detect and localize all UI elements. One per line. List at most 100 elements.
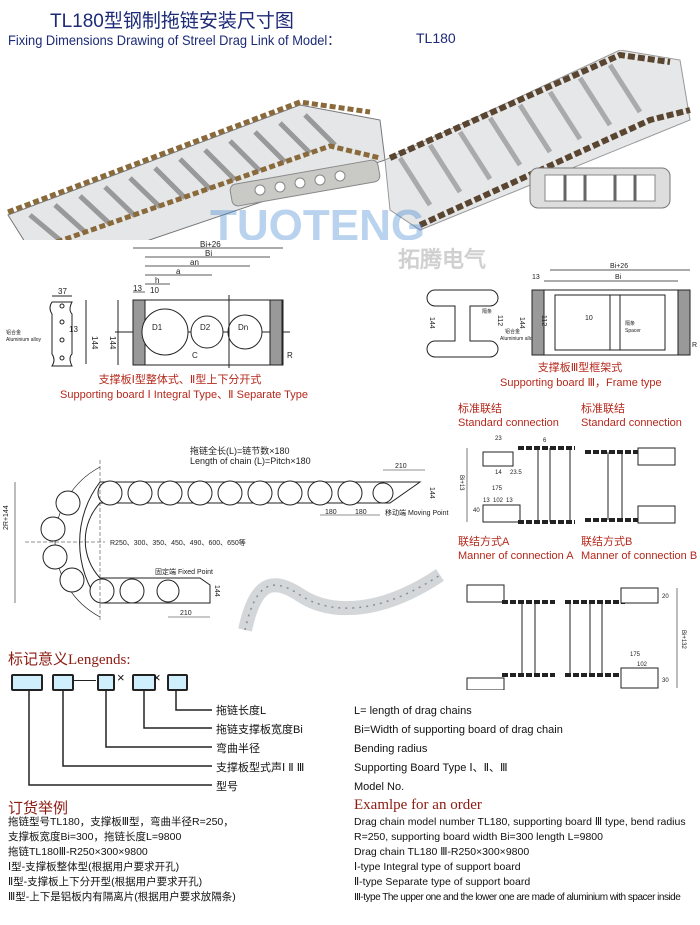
- dim-6: 6: [543, 438, 547, 444]
- order-line-cn: 支撑板宽度Bi=300，拖链长度L=9800: [8, 831, 182, 843]
- standard-en-2: Standard connection: [581, 417, 682, 429]
- connection-a-en: Manner of connection A: [458, 550, 574, 562]
- legend-box-radius: [97, 674, 115, 691]
- product-photos: TUOTENG: [7, 50, 691, 240]
- dim-144-top: 144: [428, 487, 435, 499]
- dim-102: 102: [493, 498, 504, 504]
- dim-13: 13: [133, 284, 142, 293]
- connection-c: Bi+132 175 102 30 20: [466, 584, 686, 690]
- order-line-cn: Ⅰ型-支撑板整体型(根据用户要求开孔): [8, 861, 180, 873]
- legend-box-type: [52, 674, 74, 691]
- watermark-brand: TUOTENG: [210, 201, 425, 240]
- dim-30: 30: [662, 678, 669, 684]
- dim-13a: 13: [483, 498, 490, 504]
- dim-hole13: 13: [69, 325, 78, 334]
- dim-144-bottom: 144: [213, 585, 220, 597]
- wavy-chain-photo: [238, 569, 444, 632]
- order-line-cn: Ⅲ型-上下是铝板内有隔离片(根据用户要求放隔条): [8, 891, 236, 903]
- spacer-en: Spacer: [625, 328, 641, 334]
- type3-caption-en: Supporting board Ⅲ，Frame type: [500, 377, 662, 389]
- dim-bi132: Bi+132: [680, 630, 686, 650]
- watermark-brand-cn: 拓腾电气: [398, 247, 487, 272]
- dim-an: an: [190, 258, 199, 267]
- connection-b-en: Manner of connection B: [581, 550, 698, 562]
- legend-item-cn: 支撑板型式声Ⅰ Ⅱ Ⅲ: [216, 762, 305, 774]
- dim-a: a: [176, 267, 181, 276]
- dim-210-top: 210: [395, 463, 407, 470]
- type3-drawing: 144 112 隔条 铝合金 Aluminium alloy 10 隔条 Spa…: [426, 263, 697, 358]
- dim-112-front3: 112: [540, 315, 547, 326]
- dim-37: 37: [58, 287, 67, 296]
- alloy-cn-3: 铝合金: [505, 328, 520, 335]
- standard-connection-2: 标准联结 Standard connection: [581, 402, 682, 430]
- dim-175b: 175: [630, 652, 641, 658]
- legend-box-model: [11, 674, 43, 691]
- label-r: R: [287, 351, 293, 360]
- type12-drawing: 37 144 13 铝合金 Aluminium alloy D1 D2 Dn C…: [6, 240, 293, 368]
- chain-length-en: Length of chain (L)=Pitch×180: [190, 456, 311, 466]
- dim-20: 20: [662, 594, 669, 600]
- legend-heading: 标记意义Lengends:: [8, 652, 131, 668]
- dim-10-3: 10: [585, 315, 593, 322]
- page-title-cn: TL180型钢制拖链安装尺寸图: [50, 11, 294, 32]
- chain-photo-left: [7, 99, 386, 240]
- fixed-point-label: 固定端 Fixed Point: [155, 567, 213, 576]
- order-lines-en: Drag chain model number TL180, supportin…: [354, 815, 686, 905]
- label-d2: D2: [200, 323, 211, 332]
- order-lines-cn: 拖链型号TL180，支撑板Ⅲ型，弯曲半径R=250， 支撑板宽度Bi=300，拖…: [8, 815, 236, 905]
- type3-caption-cn: 支撑板Ⅲ型框架式: [537, 362, 623, 374]
- label-c: C: [192, 351, 198, 360]
- dim-14: 14: [495, 470, 502, 476]
- legend-item-en: Bending radius: [354, 743, 428, 755]
- order-line-en: Drag chain model number TL180, supportin…: [354, 816, 686, 828]
- connection-a-caption: 联结方式A Manner of connection A: [458, 535, 574, 563]
- chain-layout-drawing: 拖链全长(L)=链节数×180 Length of chain (L)=Pitc…: [3, 445, 448, 632]
- order-line-en: Ⅱ-type Separate type of support board: [354, 876, 531, 888]
- dim-40: 40: [473, 508, 480, 514]
- standard-connection-1: 标准联结 Standard connection: [458, 402, 559, 430]
- dim-10: 10: [150, 286, 159, 295]
- dim-175: 175: [492, 486, 503, 492]
- dim-210-bottom: 210: [180, 610, 192, 617]
- order-line-cn: 拖链TL180Ⅲ-R250×300×9800: [8, 846, 148, 858]
- standard-cn-2: 标准联结: [581, 403, 625, 415]
- support-board-photo-2: [529, 167, 671, 209]
- dim-bi13: Bi+13: [458, 475, 464, 491]
- legend-item-cn: 拖链长度L: [216, 705, 267, 717]
- legend-item-en: Model No.: [354, 781, 405, 793]
- connection-drawings: Bi+13 175 13 102 13 40 23 14 23.5 6 Bi+1…: [458, 436, 686, 690]
- dim-bi26-3: Bi+26: [610, 263, 628, 270]
- legend-box-length: [167, 674, 188, 691]
- connection-a-cn: 联结方式A: [458, 536, 510, 548]
- chain-length-cn: 拖链全长(L)=链节数×180: [190, 445, 290, 456]
- alloy-en-3: Aluminium alloy: [500, 336, 536, 342]
- type12-caption-en: Supporting board Ⅰ Integral Type、Ⅱ Separ…: [60, 389, 308, 401]
- dim-144-side: 144: [90, 336, 99, 350]
- order-line-en: Ⅲ-type The upper one and the lower one a…: [354, 892, 681, 903]
- legend-items-en: L= length of drag chains Bi=Width of sup…: [354, 702, 563, 797]
- legend-times-1: ×: [117, 670, 125, 685]
- height-2r144: 2R+144: [3, 505, 10, 530]
- dim-144-side3: 144: [428, 317, 435, 329]
- radius-options: R250、300、350、450、490、600、650等: [110, 538, 246, 547]
- connection-a: Bi+13 175 13 102 13 40 23 14 23.5 6: [458, 436, 575, 524]
- label-r-3: R: [692, 342, 697, 349]
- legend-items-cn: 拖链长度L 拖链支撑板宽度Bi 弯曲半径 支撑板型式声Ⅰ Ⅱ Ⅲ 型号: [216, 702, 304, 797]
- dim-13-3: 13: [532, 274, 540, 281]
- standard-cn-1: 标准联结: [458, 403, 502, 415]
- order-line-en: Drag chain TL180 Ⅲ-R250×300×9800: [354, 846, 530, 858]
- legend-item-en: L= length of drag chains: [354, 705, 472, 717]
- order-heading-en: Examlpe for an order: [354, 797, 482, 813]
- dim-23-5: 23.5: [510, 470, 522, 476]
- legend-dash: [74, 680, 96, 681]
- dim-bi26: Bi+26: [200, 240, 221, 249]
- label-dn: Dn: [238, 323, 248, 332]
- legend-times-2: ×: [153, 670, 161, 685]
- moving-point-label: 移动端 Moving Point: [385, 508, 448, 517]
- dim-h: h: [155, 276, 159, 285]
- type12-caption-cn: 支撑板Ⅰ型整体式、Ⅱ型上下分开式: [98, 374, 262, 386]
- type12-caption: 支撑板Ⅰ型整体式、Ⅱ型上下分开式 Supporting board Ⅰ Inte…: [60, 373, 308, 403]
- type3-caption: 支撑板Ⅲ型框架式 Supporting board Ⅲ，Frame type: [500, 361, 662, 391]
- legend-leader-lines: [28, 690, 212, 786]
- legend-item-en: Bi=Width of supporting board of drag cha…: [354, 724, 563, 736]
